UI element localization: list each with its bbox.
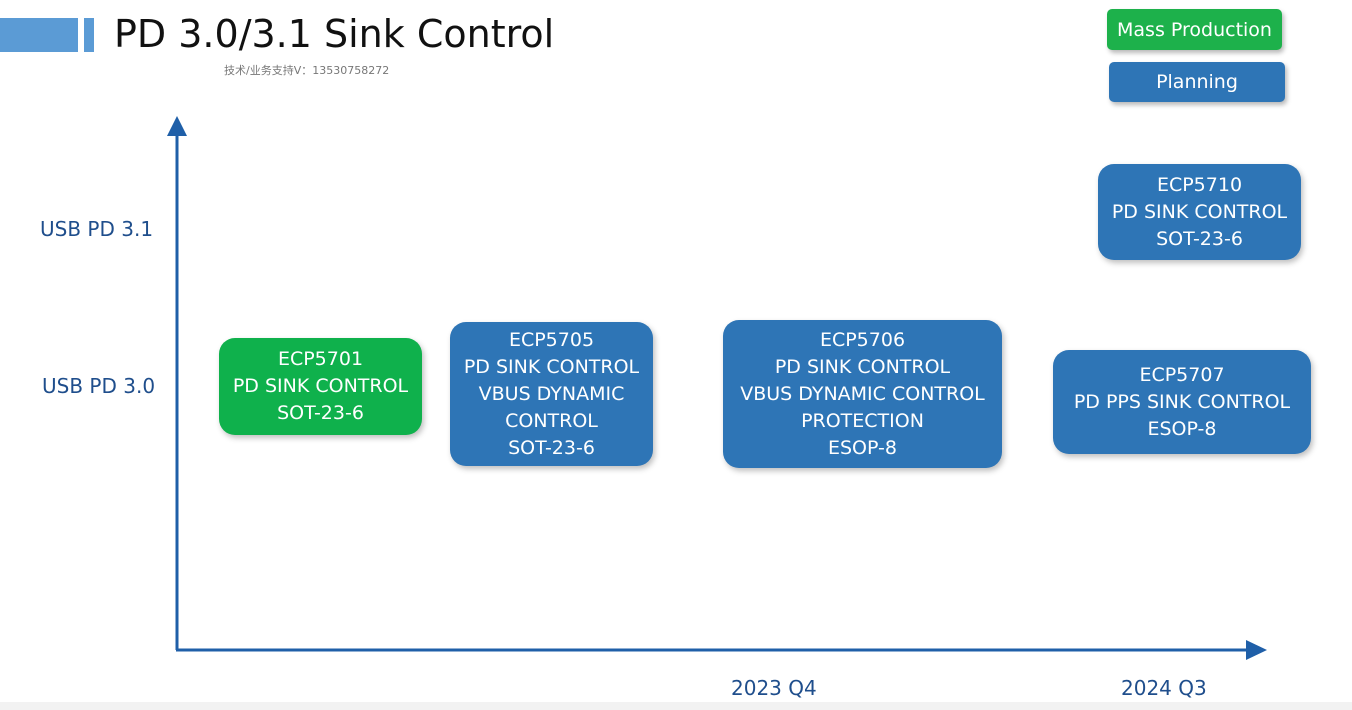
product-package: SOT-23-6 bbox=[277, 402, 364, 424]
product-part-number: ECP5706 bbox=[819, 328, 906, 351]
y-label-pd31: USB PD 3.1 bbox=[40, 217, 154, 241]
product-function: PD SINK CONTROL bbox=[774, 355, 951, 378]
x-axis-arrow bbox=[1246, 640, 1267, 660]
product-function: PD SINK CONTROL bbox=[463, 355, 640, 378]
product-function: PD SINK CONTROL bbox=[1111, 200, 1288, 223]
contact-subtitle: 技术/业务支持V：13530758272 bbox=[224, 64, 390, 77]
product-part-number: ECP5701 bbox=[277, 348, 364, 370]
page-title: PD 3.0/3.1 Sink Control bbox=[114, 12, 555, 56]
product-feature: VBUS DYNAMIC CONTROL bbox=[740, 382, 985, 405]
product-package: ESOP-8 bbox=[1147, 417, 1217, 440]
product-package: ESOP-8 bbox=[827, 436, 897, 459]
product-card-ecp5701: ECP5701 PD SINK CONTROL SOT-23-6 bbox=[219, 338, 422, 435]
x-label-2023q4: 2023 Q4 bbox=[731, 676, 817, 700]
product-package: SOT-23-6 bbox=[1156, 227, 1243, 250]
y-label-pd30: USB PD 3.0 bbox=[42, 374, 156, 398]
product-feature: PROTECTION bbox=[801, 409, 924, 432]
product-card-ecp5706: ECP5706 PD SINK CONTROL VBUS DYNAMIC CON… bbox=[723, 320, 1002, 468]
product-card-ecp5710: ECP5710 PD SINK CONTROL SOT-23-6 bbox=[1098, 164, 1301, 260]
product-part-number: ECP5707 bbox=[1139, 363, 1225, 386]
product-function: PD SINK CONTROL bbox=[232, 375, 409, 397]
product-feature: CONTROL bbox=[505, 409, 598, 432]
product-part-number: ECP5710 bbox=[1156, 173, 1243, 196]
product-package: SOT-23-6 bbox=[508, 436, 595, 459]
legend-mass-production: Mass Production bbox=[1107, 9, 1282, 50]
title-accent-stripe bbox=[84, 18, 94, 52]
product-function: PD PPS SINK CONTROL bbox=[1073, 390, 1291, 413]
title-accent-bar bbox=[0, 18, 78, 52]
product-feature: VBUS DYNAMIC bbox=[478, 382, 625, 405]
bottom-border bbox=[0, 702, 1352, 710]
x-label-2024q3: 2024 Q3 bbox=[1121, 676, 1207, 700]
product-card-ecp5707: ECP5707 PD PPS SINK CONTROL ESOP-8 bbox=[1053, 350, 1311, 454]
product-part-number: ECP5705 bbox=[508, 328, 595, 351]
y-axis-arrow bbox=[167, 116, 187, 136]
legend-planning: Planning bbox=[1109, 62, 1285, 102]
product-card-ecp5705: ECP5705 PD SINK CONTROL VBUS DYNAMIC CON… bbox=[450, 322, 653, 466]
